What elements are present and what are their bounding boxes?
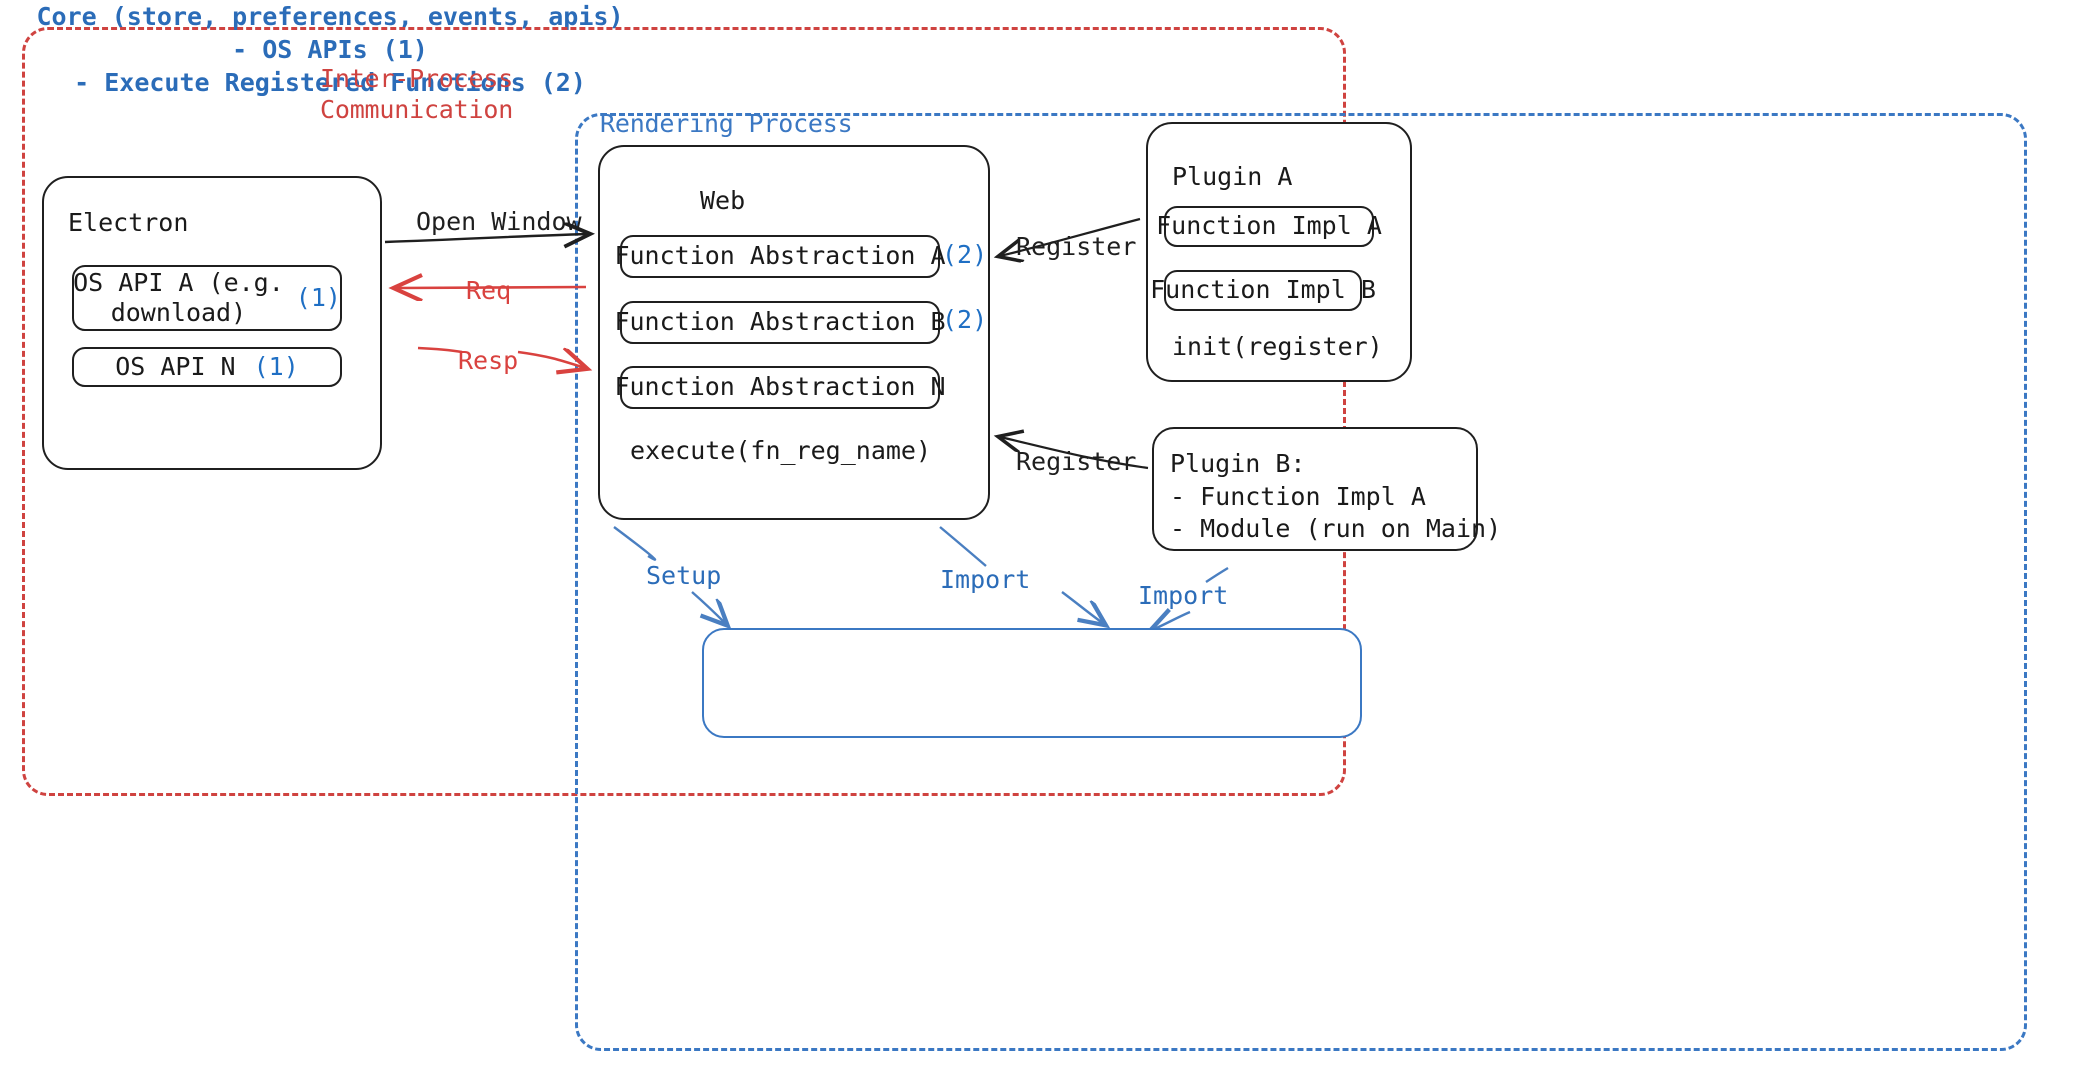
arrow-label-resp: Resp [458,346,519,375]
function-impl-b-box: Function Impl B [1150,270,1376,311]
plugin-a-title: Plugin A [1172,162,1293,191]
function-abstraction-b-tag: (2) [942,305,988,334]
electron-title: Electron [68,208,189,237]
rendering-process-region-boundary [575,113,2027,1051]
web-execute-method: execute(fn_reg_name) [630,436,932,465]
plugin-a-init-method: init(register) [1172,332,1383,361]
os-api-n-tag: (1) [253,351,299,381]
os-api-n-box: OS API N (1) [72,347,342,387]
function-abstraction-a-tag: (2) [942,240,988,269]
function-abstraction-n-label: Function Abstraction N [614,372,946,402]
web-title: Web [700,186,746,215]
os-api-a-tag: (1) [295,282,341,312]
arrow-label-req: Req [466,276,512,305]
os-api-a-box: OS API A (e.g. download) (1) [72,265,342,331]
plugin-b-text: Plugin B: - Function Impl A - Module (ru… [1170,449,1502,543]
function-abstraction-n-box: Function Abstraction N [614,366,946,409]
arrow-label-register-plugin-a: Register [1016,232,1137,261]
function-impl-a-box: Function Impl A [1156,206,1382,247]
core-text: Core (store, preferences, events, apis) … [36,2,624,97]
os-api-n-label: OS API N [115,351,236,381]
arrow-label-setup: Setup [646,561,722,590]
function-abstraction-b-label: Function Abstraction B [614,307,946,337]
arrow-label-register-plugin-b: Register [1016,447,1137,476]
core-box [702,628,1362,738]
function-impl-b-label: Function Impl B [1150,275,1376,305]
function-abstraction-a-label: Function Abstraction A [614,241,946,271]
ipc-region-label: Inter-Process Communication [320,64,514,124]
arrow-label-open-window: Open Window [416,207,582,236]
rendering-process-region-label: Rendering Process [600,109,853,138]
plugin-b-box [1152,427,1478,551]
arrow-label-import-plugin-b: Import [1138,581,1229,610]
ipc-region-boundary [22,27,1346,796]
function-impl-a-label: Function Impl A [1156,211,1382,241]
arrow-label-import-web: Import [940,565,1031,594]
function-abstraction-b-box: Function Abstraction B [614,301,946,344]
plugin-a-box [1146,122,1412,382]
os-api-a-label: OS API A (e.g. download) [73,267,284,328]
function-abstraction-a-box: Function Abstraction A [614,235,946,278]
